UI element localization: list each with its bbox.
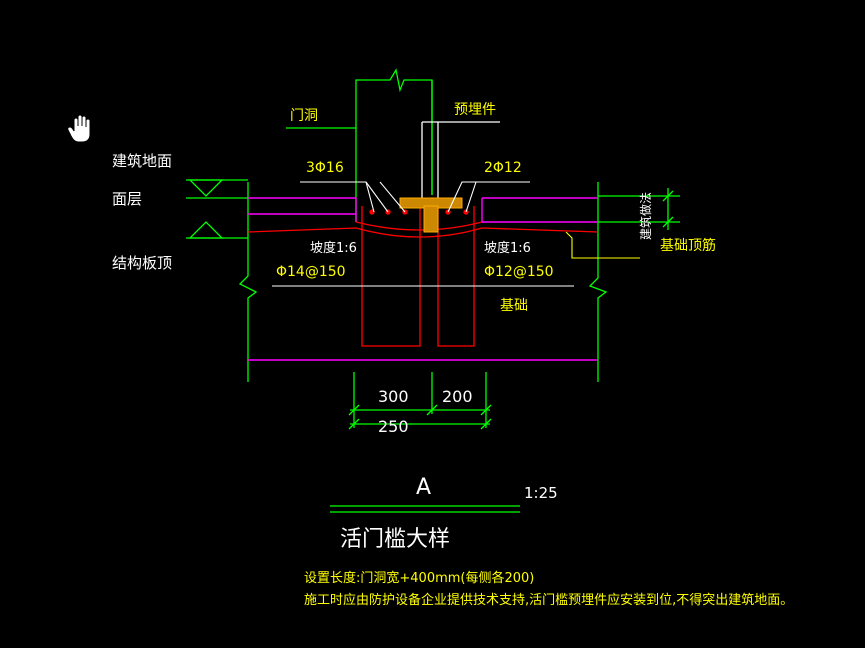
label-surface-layer: 面层 [112,190,142,208]
dimension-200: 200 [442,387,473,406]
elevation-marker-top [188,179,224,197]
leader-lines [272,121,574,287]
label-rebar-right: 2Φ12 [484,160,522,176]
door-frame-left [355,68,433,222]
right-break-line [588,182,608,382]
dimension-250: 250 [378,417,409,436]
label-embedded-part: 预埋件 [454,102,496,118]
label-stirrup-left: Φ14@150 [276,264,346,280]
left-break-line [238,182,258,382]
label-stirrup-right: Φ12@150 [484,264,554,280]
label-building-floor: 建筑地面 [112,152,172,170]
embedded-part [399,121,500,233]
label-rebar-left: 3Φ16 [306,160,344,176]
elevation-marker-bottom [188,221,224,239]
foundation-rebar [247,206,599,347]
label-slope-left: 坡度1:6 [310,240,357,256]
note-line-1: 设置长度:门洞宽+400mm(每侧各200) [304,570,534,586]
label-slope-right: 坡度1:6 [484,240,531,256]
label-slab-top: 结构板顶 [112,254,172,272]
detail-title: 活门槛大样 [340,527,450,552]
note-line-2: 施工时应由防护设备企业提供技术支持,活门槛预埋件应安装到位,不得突出建筑地面。 [304,592,793,608]
label-door-opening: 门洞 [290,108,318,124]
detail-letter: A [416,475,431,500]
label-foundation-top-rebar: 基础顶筋 [660,237,716,254]
label-building-practice: 建筑做法 [638,192,653,240]
outline-lines [186,68,680,513]
label-foundation: 基础 [500,297,528,314]
top-rebar-leader [565,231,640,259]
detail-scale: 1:25 [524,484,558,502]
dimension-300: 300 [378,387,409,406]
hand-cursor-icon [67,114,91,143]
